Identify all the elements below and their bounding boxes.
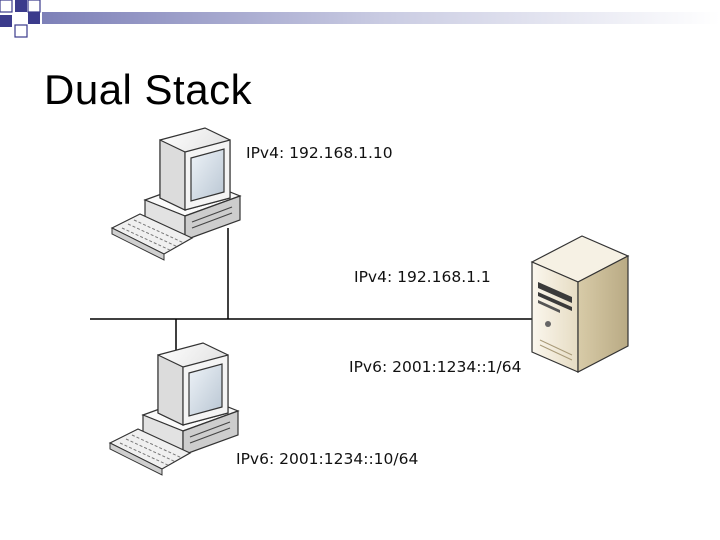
server-ipv4-label: IPv4: 192.168.1.1 xyxy=(354,268,491,286)
title-decoration xyxy=(0,0,720,38)
workstation-bottom-address-label: IPv6: 2001:1234::10/64 xyxy=(236,450,419,468)
decor-square xyxy=(15,0,27,12)
desktop-computer-icon xyxy=(108,342,240,476)
workstation-top xyxy=(110,127,242,261)
desktop-computer-icon xyxy=(110,127,242,261)
server-ipv6-label: IPv6: 2001:1234::1/64 xyxy=(349,358,522,376)
server xyxy=(530,235,630,373)
workstation-top-address-label: IPv4: 192.168.1.10 xyxy=(246,144,393,162)
decor-square xyxy=(0,15,12,27)
tower-server-icon xyxy=(530,235,630,373)
decor-square xyxy=(27,0,41,13)
decor-square xyxy=(0,0,13,13)
decor-square xyxy=(28,12,40,24)
decor-square xyxy=(14,24,28,38)
workstation-bottom xyxy=(108,342,240,476)
page-title: Dual Stack xyxy=(44,66,253,113)
